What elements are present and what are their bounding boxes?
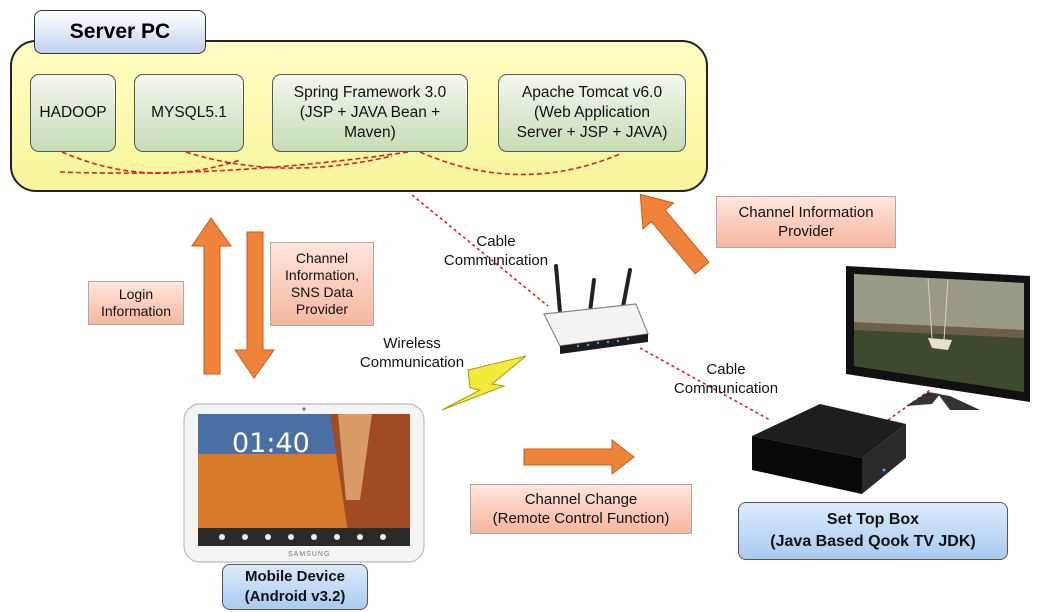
component-links [59, 151, 621, 176]
hadoop-mid-link [59, 151, 409, 174]
tablet-brand: SAMSUNG [288, 551, 331, 558]
provider-diagonal-arrow [639, 193, 710, 275]
mysql-label: MYSQL5.1 [151, 104, 227, 121]
tomcat-label: Apache Tomcat v6.0 (Web Application Serv… [516, 84, 668, 141]
cable-communication-top-label: Cable Communication [443, 233, 549, 269]
tablet-icon [183, 403, 425, 563]
spring-tomcat-link [419, 151, 621, 176]
set-top-box-caption: Set Top Box (Java Based Qook TV JDK) [738, 502, 1008, 560]
channel-info-provider-label: Channel Information Provider [716, 196, 896, 248]
lightning-icon [441, 355, 527, 411]
tablet-clock: 01:40 [232, 428, 310, 459]
hadoop-label: HADOOP [39, 104, 107, 121]
server-pc-title: Server PC [34, 10, 206, 54]
hadoop-spring-link [61, 151, 241, 175]
spring-component: Spring Framework 3.0 (JSP + JAVA Bean + … [272, 74, 468, 152]
channel-down-arrow [234, 231, 275, 379]
spring-label: Spring Framework 3.0 (JSP + JAVA Bean + … [293, 84, 447, 141]
wireless-communication-label: Wireless Communication [359, 335, 465, 371]
mysql-component: MYSQL5.1 [134, 74, 244, 152]
tv-icon [846, 266, 1030, 410]
cable-communication-right-label: Cable Communication [673, 361, 779, 397]
tomcat-component: Apache Tomcat v6.0 (Web Application Serv… [498, 74, 686, 152]
set-top-box-icon [752, 404, 906, 494]
mysql-spring-link [185, 151, 393, 169]
channel-change-label: Channel Change (Remote Control Function) [470, 484, 692, 534]
login-up-arrow [191, 217, 232, 375]
server-router-cable [411, 194, 549, 307]
router-settop-cable [639, 347, 771, 421]
channel-sns-label: Channel Information, SNS Data Provider [270, 242, 374, 326]
channel-change-arrow [523, 438, 635, 476]
hadoop-component: HADOOP [30, 74, 116, 152]
wifi-router-icon [543, 264, 649, 354]
mobile-device-caption: Mobile Device (Android v3.2) [222, 564, 368, 610]
login-information-label: Login Information [88, 281, 184, 325]
